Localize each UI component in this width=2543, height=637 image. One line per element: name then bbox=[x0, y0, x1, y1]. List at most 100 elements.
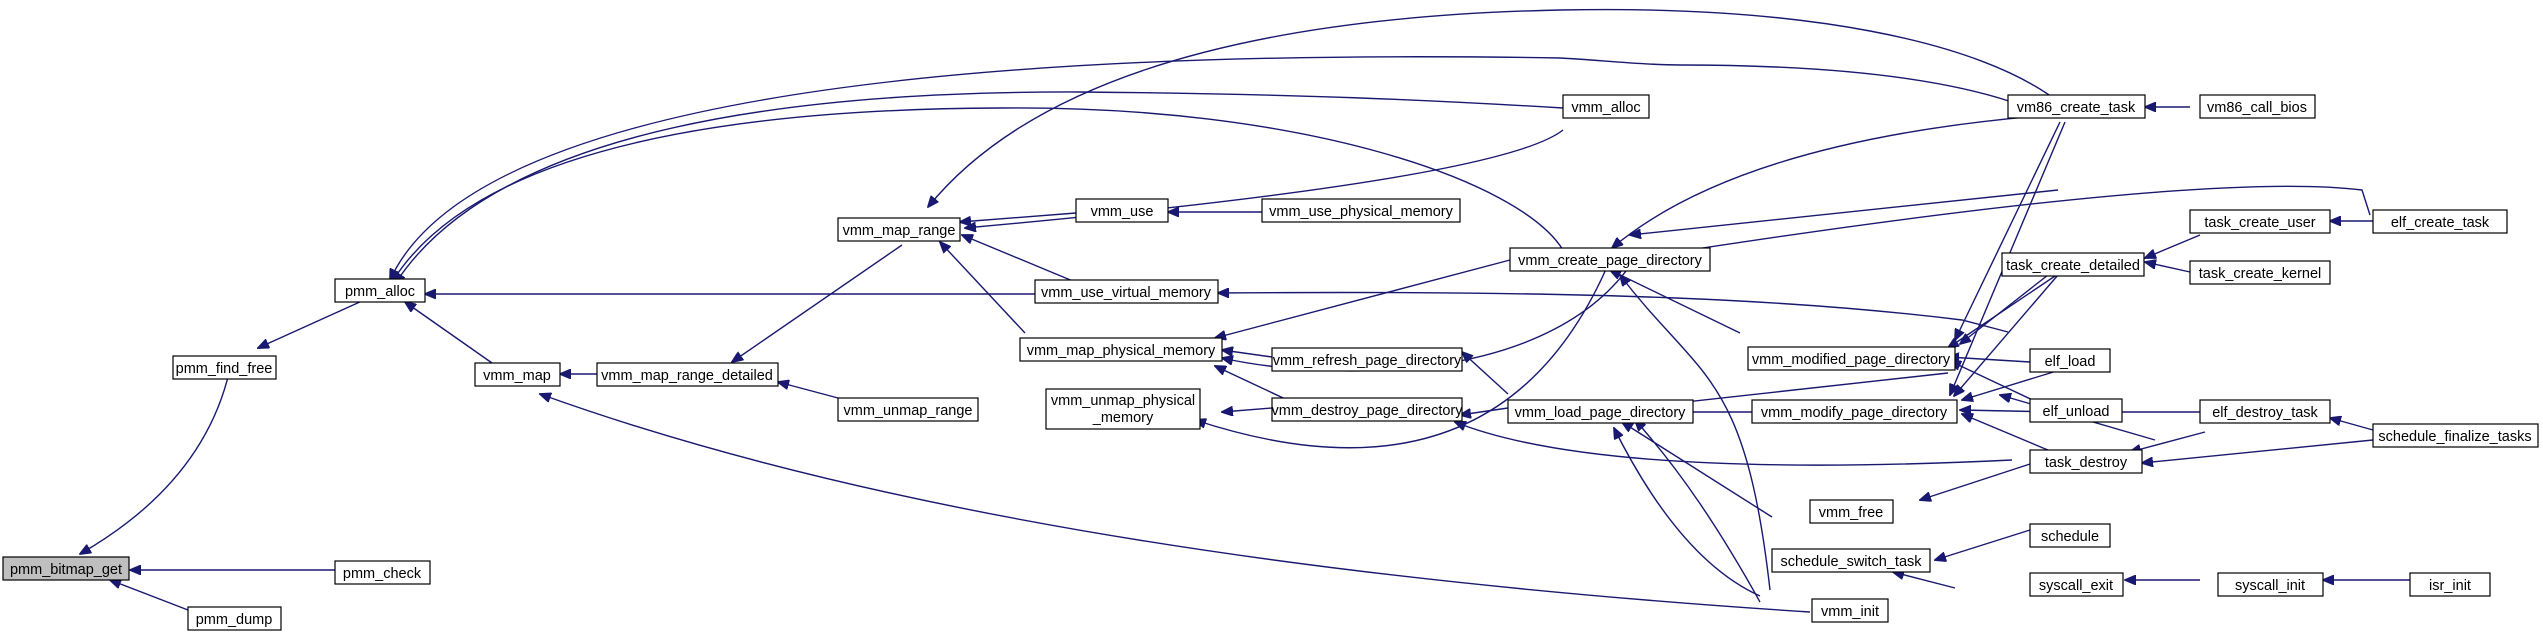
node-task-create-kernel[interactable] bbox=[2189, 260, 2331, 285]
node-elf-create-task[interactable] bbox=[2372, 209, 2508, 234]
node-elf-unload[interactable] bbox=[2029, 398, 2123, 423]
edge bbox=[540, 394, 1811, 613]
node-vmm-use-virtual-memory[interactable] bbox=[1034, 279, 1219, 304]
node-label: pmm_alloc bbox=[345, 284, 415, 300]
node-pmm-dump[interactable] bbox=[187, 606, 282, 631]
node-task-create-user[interactable] bbox=[2189, 209, 2331, 234]
edge bbox=[1935, 529, 2031, 560]
node-label: vmm_use_virtual_memory bbox=[1041, 285, 1212, 301]
edge bbox=[1630, 189, 2059, 235]
node-vmm-use-physical-memory[interactable] bbox=[1261, 198, 1461, 223]
node-syscall-init[interactable] bbox=[2217, 572, 2324, 597]
node-label: vmm_alloc bbox=[1571, 100, 1640, 116]
edge bbox=[1460, 407, 1509, 415]
node-pmm-bitmap-get[interactable] bbox=[2, 556, 130, 581]
edge bbox=[2145, 262, 2191, 273]
edge bbox=[732, 244, 903, 362]
node-vmm-map[interactable] bbox=[474, 362, 561, 387]
node-label: elf_load bbox=[2045, 354, 2096, 370]
node-label: task_create_detailed bbox=[2006, 258, 2140, 274]
node-pmm-check[interactable] bbox=[334, 560, 431, 585]
node-vmm-map-physical-memory[interactable] bbox=[1019, 337, 1223, 362]
node-label: vmm_map bbox=[483, 368, 551, 384]
edge bbox=[2130, 431, 2206, 452]
node-vmm-init[interactable] bbox=[1811, 598, 1889, 623]
node-label: vmm_use_physical_memory bbox=[1269, 204, 1453, 220]
node-vmm-map-range-detailed[interactable] bbox=[596, 362, 779, 387]
node-vmm-use[interactable] bbox=[1075, 198, 1169, 223]
node-label: elf_create_task bbox=[2391, 215, 2490, 231]
node-label: elf_unload bbox=[2043, 404, 2110, 420]
node-syscall-exit[interactable] bbox=[2029, 572, 2124, 597]
edge bbox=[1614, 428, 1761, 597]
node-vmm-modify-page-directory[interactable] bbox=[1751, 399, 1958, 424]
node-vmm-map-range[interactable] bbox=[837, 217, 961, 242]
edge bbox=[1222, 408, 1273, 412]
node-label: vmm_modified_page_directory bbox=[1752, 352, 1951, 368]
node-label: vmm_create_page_directory bbox=[1518, 253, 1703, 269]
node-pmm-alloc[interactable] bbox=[334, 278, 426, 303]
node-label: vmm_free bbox=[1819, 505, 1883, 521]
node-vmm-create-page-directory[interactable] bbox=[1509, 247, 1711, 272]
node-schedule-switch-task[interactable] bbox=[1771, 548, 1931, 573]
edge bbox=[390, 56, 2013, 280]
edge bbox=[2145, 234, 2201, 258]
edge bbox=[1635, 420, 1761, 603]
node-label: isr_init bbox=[2429, 578, 2471, 594]
nodes: pmm_bitmap_get pmm_find_free pmm_check p… bbox=[2, 94, 2539, 631]
node-vmm-free[interactable] bbox=[1809, 499, 1894, 524]
node-vmm-alloc[interactable] bbox=[1562, 94, 1650, 119]
node-schedule[interactable] bbox=[2029, 523, 2111, 548]
node-label: vmm_map_range bbox=[843, 223, 956, 239]
edge bbox=[1622, 422, 1773, 518]
edge bbox=[1638, 185, 2371, 258]
node-label: vmm_use bbox=[1091, 204, 1154, 220]
node-label: pmm_find_free bbox=[176, 361, 273, 377]
edge bbox=[960, 212, 1077, 222]
node-label: vmm_init bbox=[1821, 604, 1879, 620]
node-vmm-destroy-page-directory[interactable] bbox=[1271, 397, 1463, 422]
node-label: vmm_map_range_detailed bbox=[601, 368, 773, 384]
node-label: task_create_user bbox=[2204, 215, 2315, 231]
node-vmm-modified-page-directory[interactable] bbox=[1747, 346, 1956, 371]
node-elf-destroy-task[interactable] bbox=[2199, 399, 2331, 424]
edge bbox=[1962, 369, 2061, 400]
edge bbox=[1455, 422, 2013, 466]
node-vmm-refresh-page-directory[interactable] bbox=[1271, 347, 1463, 372]
edge bbox=[962, 235, 1081, 285]
node-label: syscall_init bbox=[2235, 578, 2305, 594]
node-isr-init[interactable] bbox=[2409, 572, 2491, 597]
edge bbox=[1462, 352, 1509, 395]
node-label: pmm_dump bbox=[196, 612, 273, 628]
edges bbox=[80, 8, 2410, 613]
node-elf-load[interactable] bbox=[2029, 348, 2111, 373]
node-schedule-finalize-tasks[interactable] bbox=[2372, 423, 2539, 448]
node-vmm-unmap-range[interactable] bbox=[837, 397, 979, 422]
node-task-create-detailed[interactable] bbox=[2001, 252, 2145, 277]
edge bbox=[395, 91, 1564, 284]
edge bbox=[778, 382, 839, 399]
edge bbox=[2142, 439, 2374, 463]
node-label: vmm_unmap_range bbox=[844, 403, 973, 419]
edge bbox=[1215, 259, 1511, 338]
node-pmm-find-free[interactable] bbox=[172, 355, 277, 380]
node-vmm-load-page-directory[interactable] bbox=[1507, 399, 1694, 424]
node-task-destroy[interactable] bbox=[2029, 449, 2143, 474]
node-vmm-unmap-physical-memory[interactable] bbox=[1045, 388, 1201, 430]
edge bbox=[1955, 121, 2061, 340]
node-vm86-call-bios[interactable] bbox=[2199, 94, 2316, 119]
node-vm86-create-task[interactable] bbox=[2007, 94, 2146, 119]
node-label: vm86_call_bios bbox=[2207, 100, 2307, 116]
edge bbox=[110, 580, 189, 611]
node-label: _memory bbox=[1092, 410, 1154, 426]
node-label: vmm_unmap_physical bbox=[1051, 393, 1195, 409]
edge bbox=[1222, 350, 1273, 358]
node-label: syscall_exit bbox=[2039, 578, 2113, 594]
edge bbox=[1920, 463, 2031, 500]
edge bbox=[1962, 414, 2056, 454]
edge bbox=[928, 8, 2061, 207]
edge bbox=[940, 242, 1026, 334]
edge bbox=[1610, 270, 1741, 334]
edge bbox=[80, 376, 229, 554]
